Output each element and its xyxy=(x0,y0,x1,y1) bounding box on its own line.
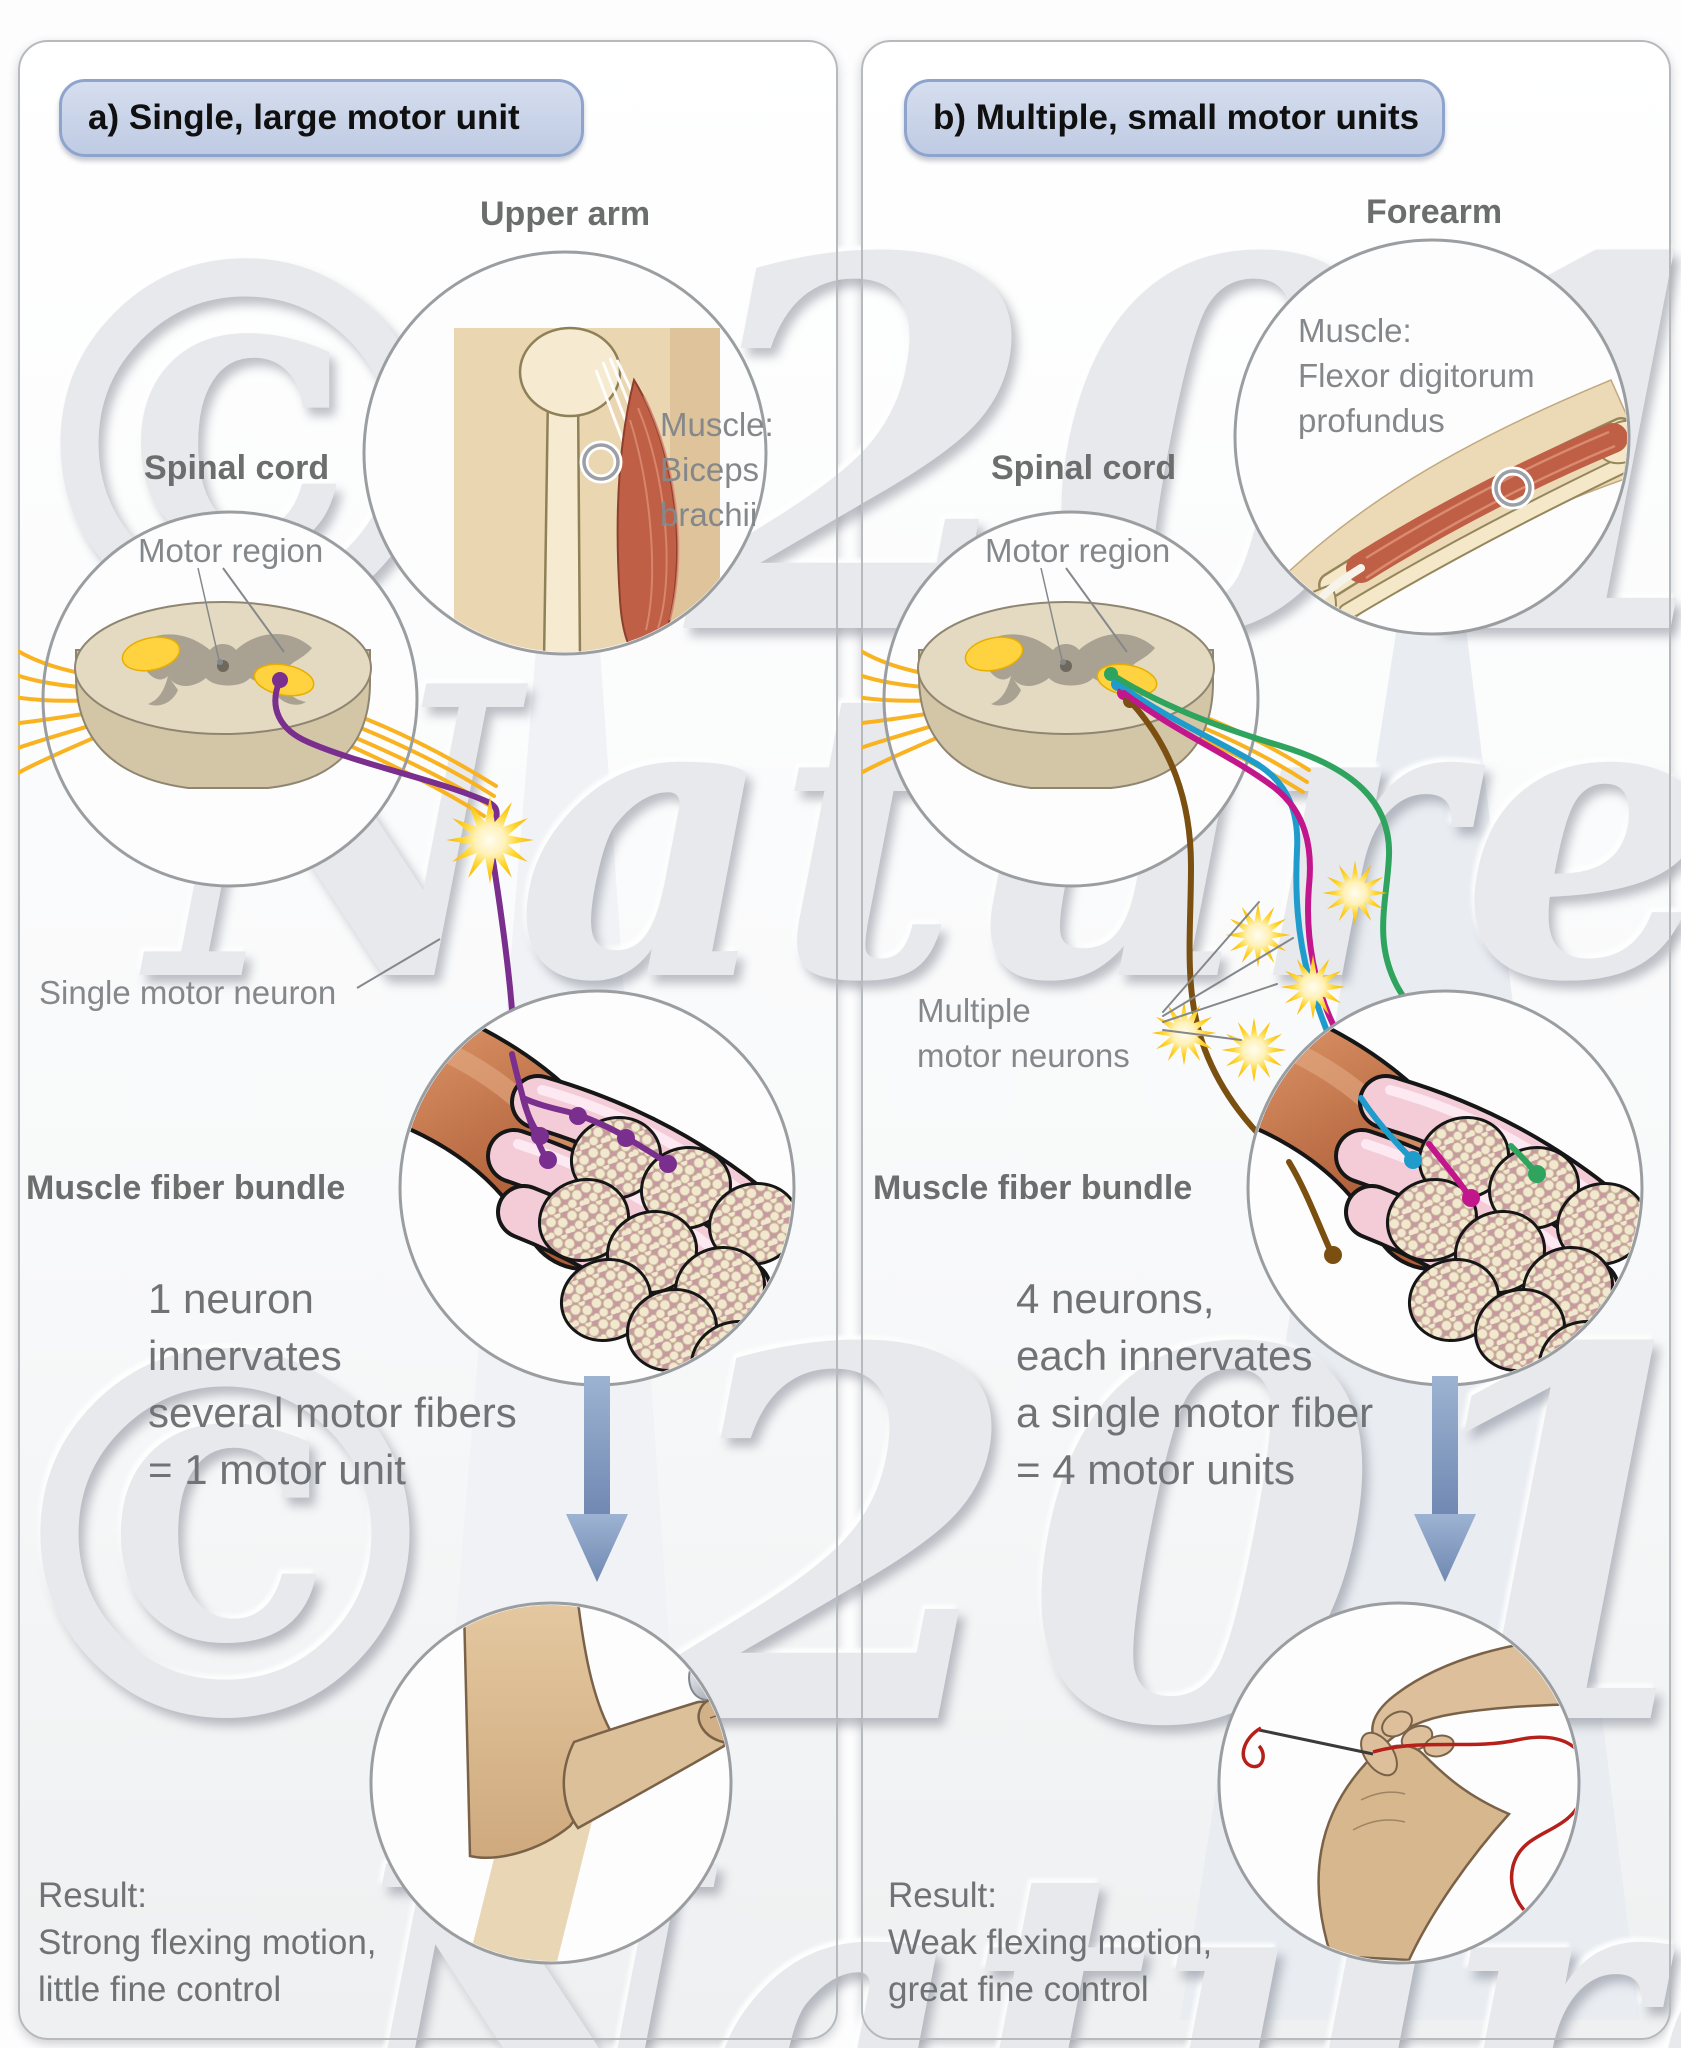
result-text-a: Result: Strong flexing motion, little fi… xyxy=(38,1876,377,2009)
summary-text-b: 4 neurons, each innervates a single moto… xyxy=(1016,1275,1374,1493)
motor-region-label-b: Motor region xyxy=(985,532,1171,569)
needle-threading-illustration xyxy=(1217,1601,1581,1965)
motor-region-pointer-a xyxy=(222,567,285,653)
upper-arm-illustration xyxy=(362,250,768,656)
panel-a-illustration xyxy=(18,250,796,1965)
synapse-starburst-a xyxy=(446,796,534,884)
multiple-motor-neurons-label: Multiple motor neurons xyxy=(917,992,1130,1074)
synapse-starburst-b xyxy=(1322,860,1388,926)
motor-region-label-a: Motor region xyxy=(138,532,324,569)
dumbbell-plate xyxy=(725,1704,796,1781)
down-arrow-b xyxy=(1414,1376,1476,1582)
synapse-starburst-b xyxy=(1221,1017,1287,1083)
synapse-starburst-b xyxy=(1225,902,1291,968)
spinal-cord-illustration-a xyxy=(18,510,498,888)
motor-region-left-a xyxy=(121,636,181,672)
panel-a-title-badge: a) Single, large motor unit xyxy=(59,79,584,157)
forearm-label: Forearm xyxy=(1366,193,1503,231)
motor-region-left-b xyxy=(964,636,1024,672)
panel-a-title: a) Single, large motor unit xyxy=(88,98,520,137)
motor-region-pointer-b xyxy=(1065,567,1128,653)
summary-text-a: 1 neuron innervates several motor fibers… xyxy=(148,1275,517,1493)
spinal-cord-label-b: Spinal cord xyxy=(991,449,1177,487)
bicep-curl-illustration xyxy=(369,1601,796,1965)
panel-a: a) Single, large motor unit Upper arm Mu… xyxy=(18,40,838,2040)
panel-b: b) Multiple, small motor units Forearm M… xyxy=(861,40,1671,2040)
single-motor-neuron-label: Single motor neuron xyxy=(39,974,337,1011)
muscle-fiber-bundle-label-b: Muscle fiber bundle xyxy=(873,1169,1193,1207)
muscle-fiber-bundle-label-a: Muscle fiber bundle xyxy=(26,1169,346,1207)
upper-arm-label: Upper arm xyxy=(480,195,651,233)
spinal-cord-label-a: Spinal cord xyxy=(144,449,330,487)
panel-b-title: b) Multiple, small motor units xyxy=(933,98,1420,137)
single-neuron-pointer xyxy=(356,938,441,989)
muscle-name-label-a: Muscle: Biceps brachii xyxy=(660,406,774,533)
panel-b-title-badge: b) Multiple, small motor units xyxy=(904,79,1445,157)
forearm-illustration xyxy=(1233,238,1631,636)
muscle-name-label-b: Muscle: Flexor digitorum profundus xyxy=(1298,312,1535,439)
result-text-b: Result: Weak flexing motion, great fine … xyxy=(888,1876,1213,2009)
synapse-starburst-b xyxy=(1280,954,1346,1020)
down-arrow-a xyxy=(566,1376,628,1582)
